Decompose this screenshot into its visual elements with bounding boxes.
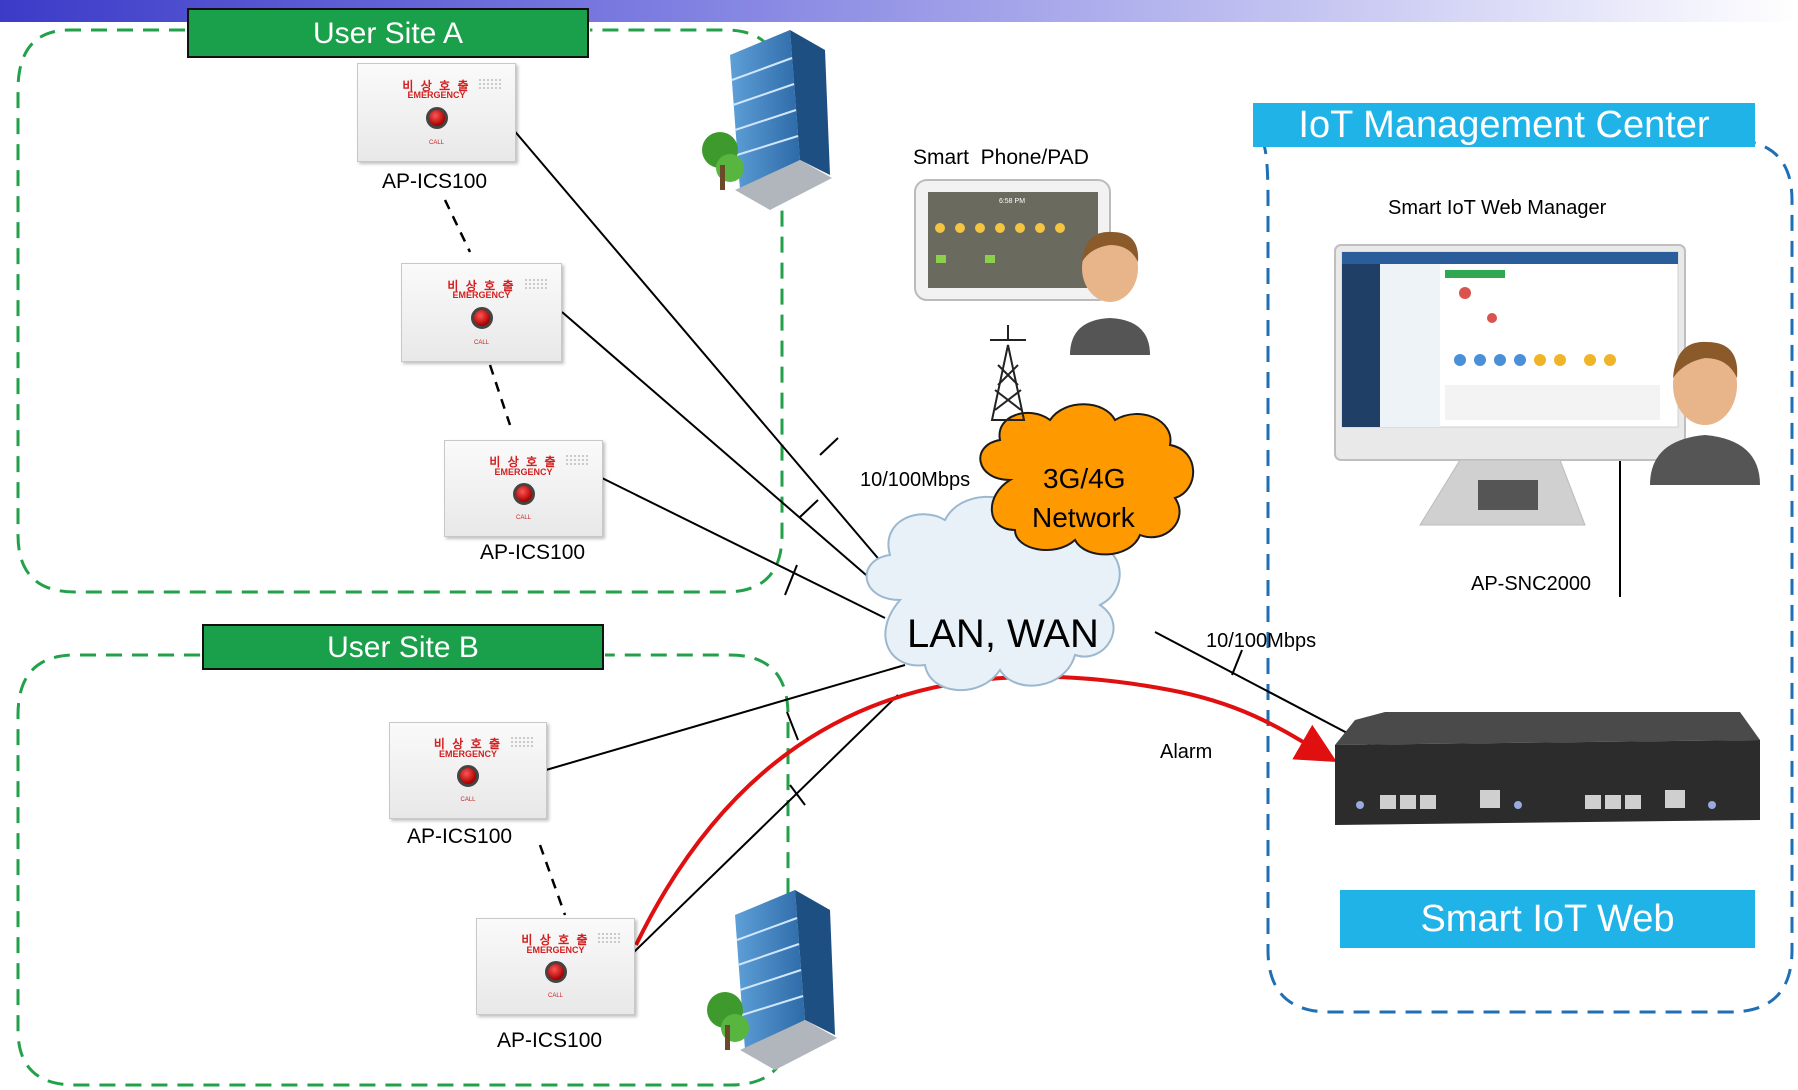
building-icon-b <box>707 890 837 1070</box>
emergency-button-icon <box>457 764 479 787</box>
emergency-call-device-a1: 비 상 호 출 EMERGENCY CALL <box>357 63 516 162</box>
site-b-boundary <box>16 653 790 1087</box>
alarm-label: Alarm <box>1160 741 1213 763</box>
center-title: IoT Management Center <box>1253 103 1755 147</box>
device-korean-text: 비 상 호 출 <box>489 455 558 470</box>
cloud-label: LAN, WAN <box>907 612 1099 656</box>
speed-label-right: 10/100Mbps <box>1206 630 1317 652</box>
device-english-text: EMERGENCY <box>494 466 553 477</box>
mobile-network-line1: 3G/4G <box>1043 463 1126 494</box>
speaker-grill-icon <box>509 736 534 749</box>
device-korean-text: 비 상 호 출 <box>433 737 503 752</box>
device-label-b1: AP-ICS100 <box>407 825 513 848</box>
center-boundary <box>1259 138 1794 1014</box>
speaker-grill-icon <box>565 454 590 467</box>
device-korean-text: 비 상 호 출 <box>447 278 516 293</box>
controller-label: AP-SNC2000 <box>1471 573 1592 595</box>
device-call-text: CALL <box>547 993 563 1000</box>
device-call-text: CALL <box>515 515 531 522</box>
smart-iot-web-title: Smart IoT Web <box>1340 890 1755 948</box>
site-a-title: User Site A <box>187 8 589 58</box>
tablet-device: 6:58 PM <box>914 179 1111 301</box>
speaker-grill-icon <box>478 77 503 90</box>
device-english-text: EMERGENCY <box>452 290 511 301</box>
emergency-button-icon <box>512 482 535 505</box>
web-manager-label: Smart IoT Web Manager <box>1388 197 1607 219</box>
site-b-title: User Site B <box>202 624 604 670</box>
speaker-grill-icon <box>597 932 622 945</box>
speed-label-left: 10/100Mbps <box>860 469 971 491</box>
emergency-call-device-b2: 비 상 호 출 EMERGENCY CALL <box>476 918 635 1015</box>
device-call-text: CALL <box>473 339 489 346</box>
device-call-text: CALL <box>428 139 444 146</box>
emergency-button-icon <box>425 106 448 129</box>
emergency-call-device-a2: 비 상 호 출 EMERGENCY CALL <box>401 263 562 362</box>
mobile-label: Smart Phone/PAD <box>913 146 1089 169</box>
monitor-device <box>1334 244 1686 526</box>
device-label-a3: AP-ICS100 <box>480 541 586 564</box>
device-korean-text: 비 상 호 출 <box>402 78 471 93</box>
emergency-call-device-a3: 비 상 호 출 EMERGENCY CALL <box>444 440 603 537</box>
person-icon-center <box>1650 341 1760 485</box>
speaker-grill-icon <box>524 277 549 290</box>
device-english-text: EMERGENCY <box>526 944 585 955</box>
controller-device <box>1335 712 1760 825</box>
building-icon-a <box>702 30 832 210</box>
emergency-button-icon <box>544 960 567 983</box>
antenna-tower <box>990 325 1026 421</box>
device-label-a1: AP-ICS100 <box>382 170 488 193</box>
device-label-b2: AP-ICS100 <box>497 1029 603 1052</box>
tablet-clock: 6:58 PM <box>999 198 1025 205</box>
mobile-network-line2: Network <box>1032 502 1135 533</box>
network-links <box>511 127 1621 953</box>
emergency-call-device-b1: 비 상 호 출 EMERGENCY CALL <box>389 722 547 819</box>
device-call-text: CALL <box>460 797 476 804</box>
emergency-button-icon <box>470 306 493 329</box>
person-icon-mobile <box>1070 231 1150 355</box>
mobile-network-cloud <box>979 403 1195 556</box>
device-english-text: EMERGENCY <box>438 748 497 759</box>
device-korean-text: 비 상 호 출 <box>521 933 590 948</box>
device-english-text: EMERGENCY <box>407 90 466 101</box>
alarm-arrow <box>634 674 1337 946</box>
